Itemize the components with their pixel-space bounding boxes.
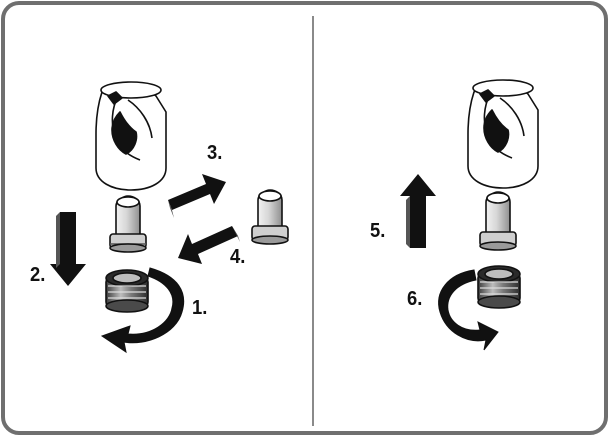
threaded-nut-icon — [477, 265, 521, 309]
straight-arrow-icon — [50, 212, 86, 286]
straight-arrow-icon — [178, 226, 240, 264]
step-label-3: 3. — [207, 142, 223, 164]
straight-arrow-icon — [400, 174, 436, 248]
step-label-2: 2. — [30, 264, 46, 286]
rotate-arrow-icon — [100, 267, 185, 354]
threaded-nut-icon — [105, 269, 149, 313]
straight-arrow-icon — [168, 174, 226, 218]
step-label-6: 6. — [407, 288, 423, 310]
step-label-5: 5. — [370, 220, 386, 242]
rotate-arrow-icon — [438, 269, 499, 351]
carafe-base-icon — [467, 79, 539, 189]
step-label-4: 4. — [230, 246, 246, 268]
nozzle-insert-icon — [109, 195, 147, 253]
carafe-base-icon — [95, 81, 167, 191]
step-label-1: 1. — [192, 297, 208, 319]
nozzle-insert-icon — [479, 191, 517, 251]
nozzle-insert-icon — [251, 189, 289, 245]
